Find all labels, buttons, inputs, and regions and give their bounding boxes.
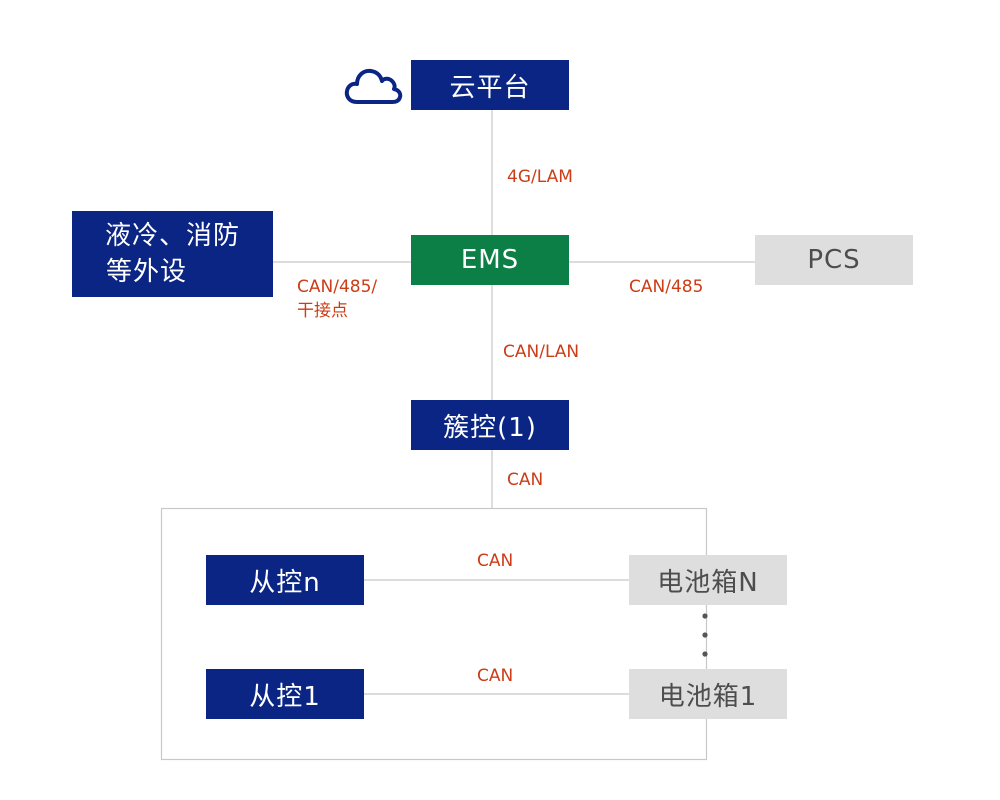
cluster-control-node: 簇控(1) bbox=[411, 400, 569, 450]
battery-box-1-label: 电池箱1 bbox=[658, 681, 758, 712]
peripheral-label-line2: 等外设 bbox=[106, 257, 188, 287]
ems-node: EMS bbox=[411, 235, 569, 285]
link-label-ems-peripheral: CAN/485/ 干接点 bbox=[297, 275, 377, 323]
cloud-platform-node: 云平台 bbox=[411, 60, 569, 110]
cloud-icon bbox=[344, 68, 403, 104]
link-label-ems-pcs: CAN/485 bbox=[629, 277, 704, 297]
rack-frame bbox=[160, 507, 708, 761]
link-label-ems-peripheral-line2: 干接点 bbox=[297, 301, 348, 321]
battery-box-n-node: 电池箱N bbox=[629, 555, 787, 605]
ems-label: EMS bbox=[460, 245, 520, 275]
pcs-label: PCS bbox=[807, 245, 861, 275]
slave-control-1-node: 从控1 bbox=[206, 669, 364, 719]
battery-box-n-label: 电池箱N bbox=[657, 567, 759, 598]
link-label-slave-n-battery: CAN bbox=[477, 551, 514, 571]
link-label-cluster-rack: CAN bbox=[507, 470, 544, 490]
link-label-ems-cluster: CAN/LAN bbox=[503, 342, 580, 362]
link-label-cloud-ems: 4G/LAM bbox=[507, 167, 573, 187]
pcs-node: PCS bbox=[755, 235, 913, 285]
peripheral-label-line1: 液冷、消防 bbox=[104, 221, 240, 251]
cloud-platform-label: 云平台 bbox=[449, 72, 531, 103]
slave-control-n-label: 从控n bbox=[249, 567, 321, 598]
vertical-ellipsis-icon bbox=[702, 613, 708, 657]
link-label-slave-1-battery: CAN bbox=[477, 666, 514, 686]
battery-box-1-node: 电池箱1 bbox=[629, 669, 787, 719]
slave-control-n-node: 从控n bbox=[206, 555, 364, 605]
cluster-control-label: 簇控(1) bbox=[443, 412, 537, 443]
peripheral-node: 液冷、消防 等外设 bbox=[72, 211, 273, 297]
link-label-ems-peripheral-line1: CAN/485/ bbox=[297, 277, 378, 297]
slave-control-1-label: 从控1 bbox=[249, 681, 321, 712]
